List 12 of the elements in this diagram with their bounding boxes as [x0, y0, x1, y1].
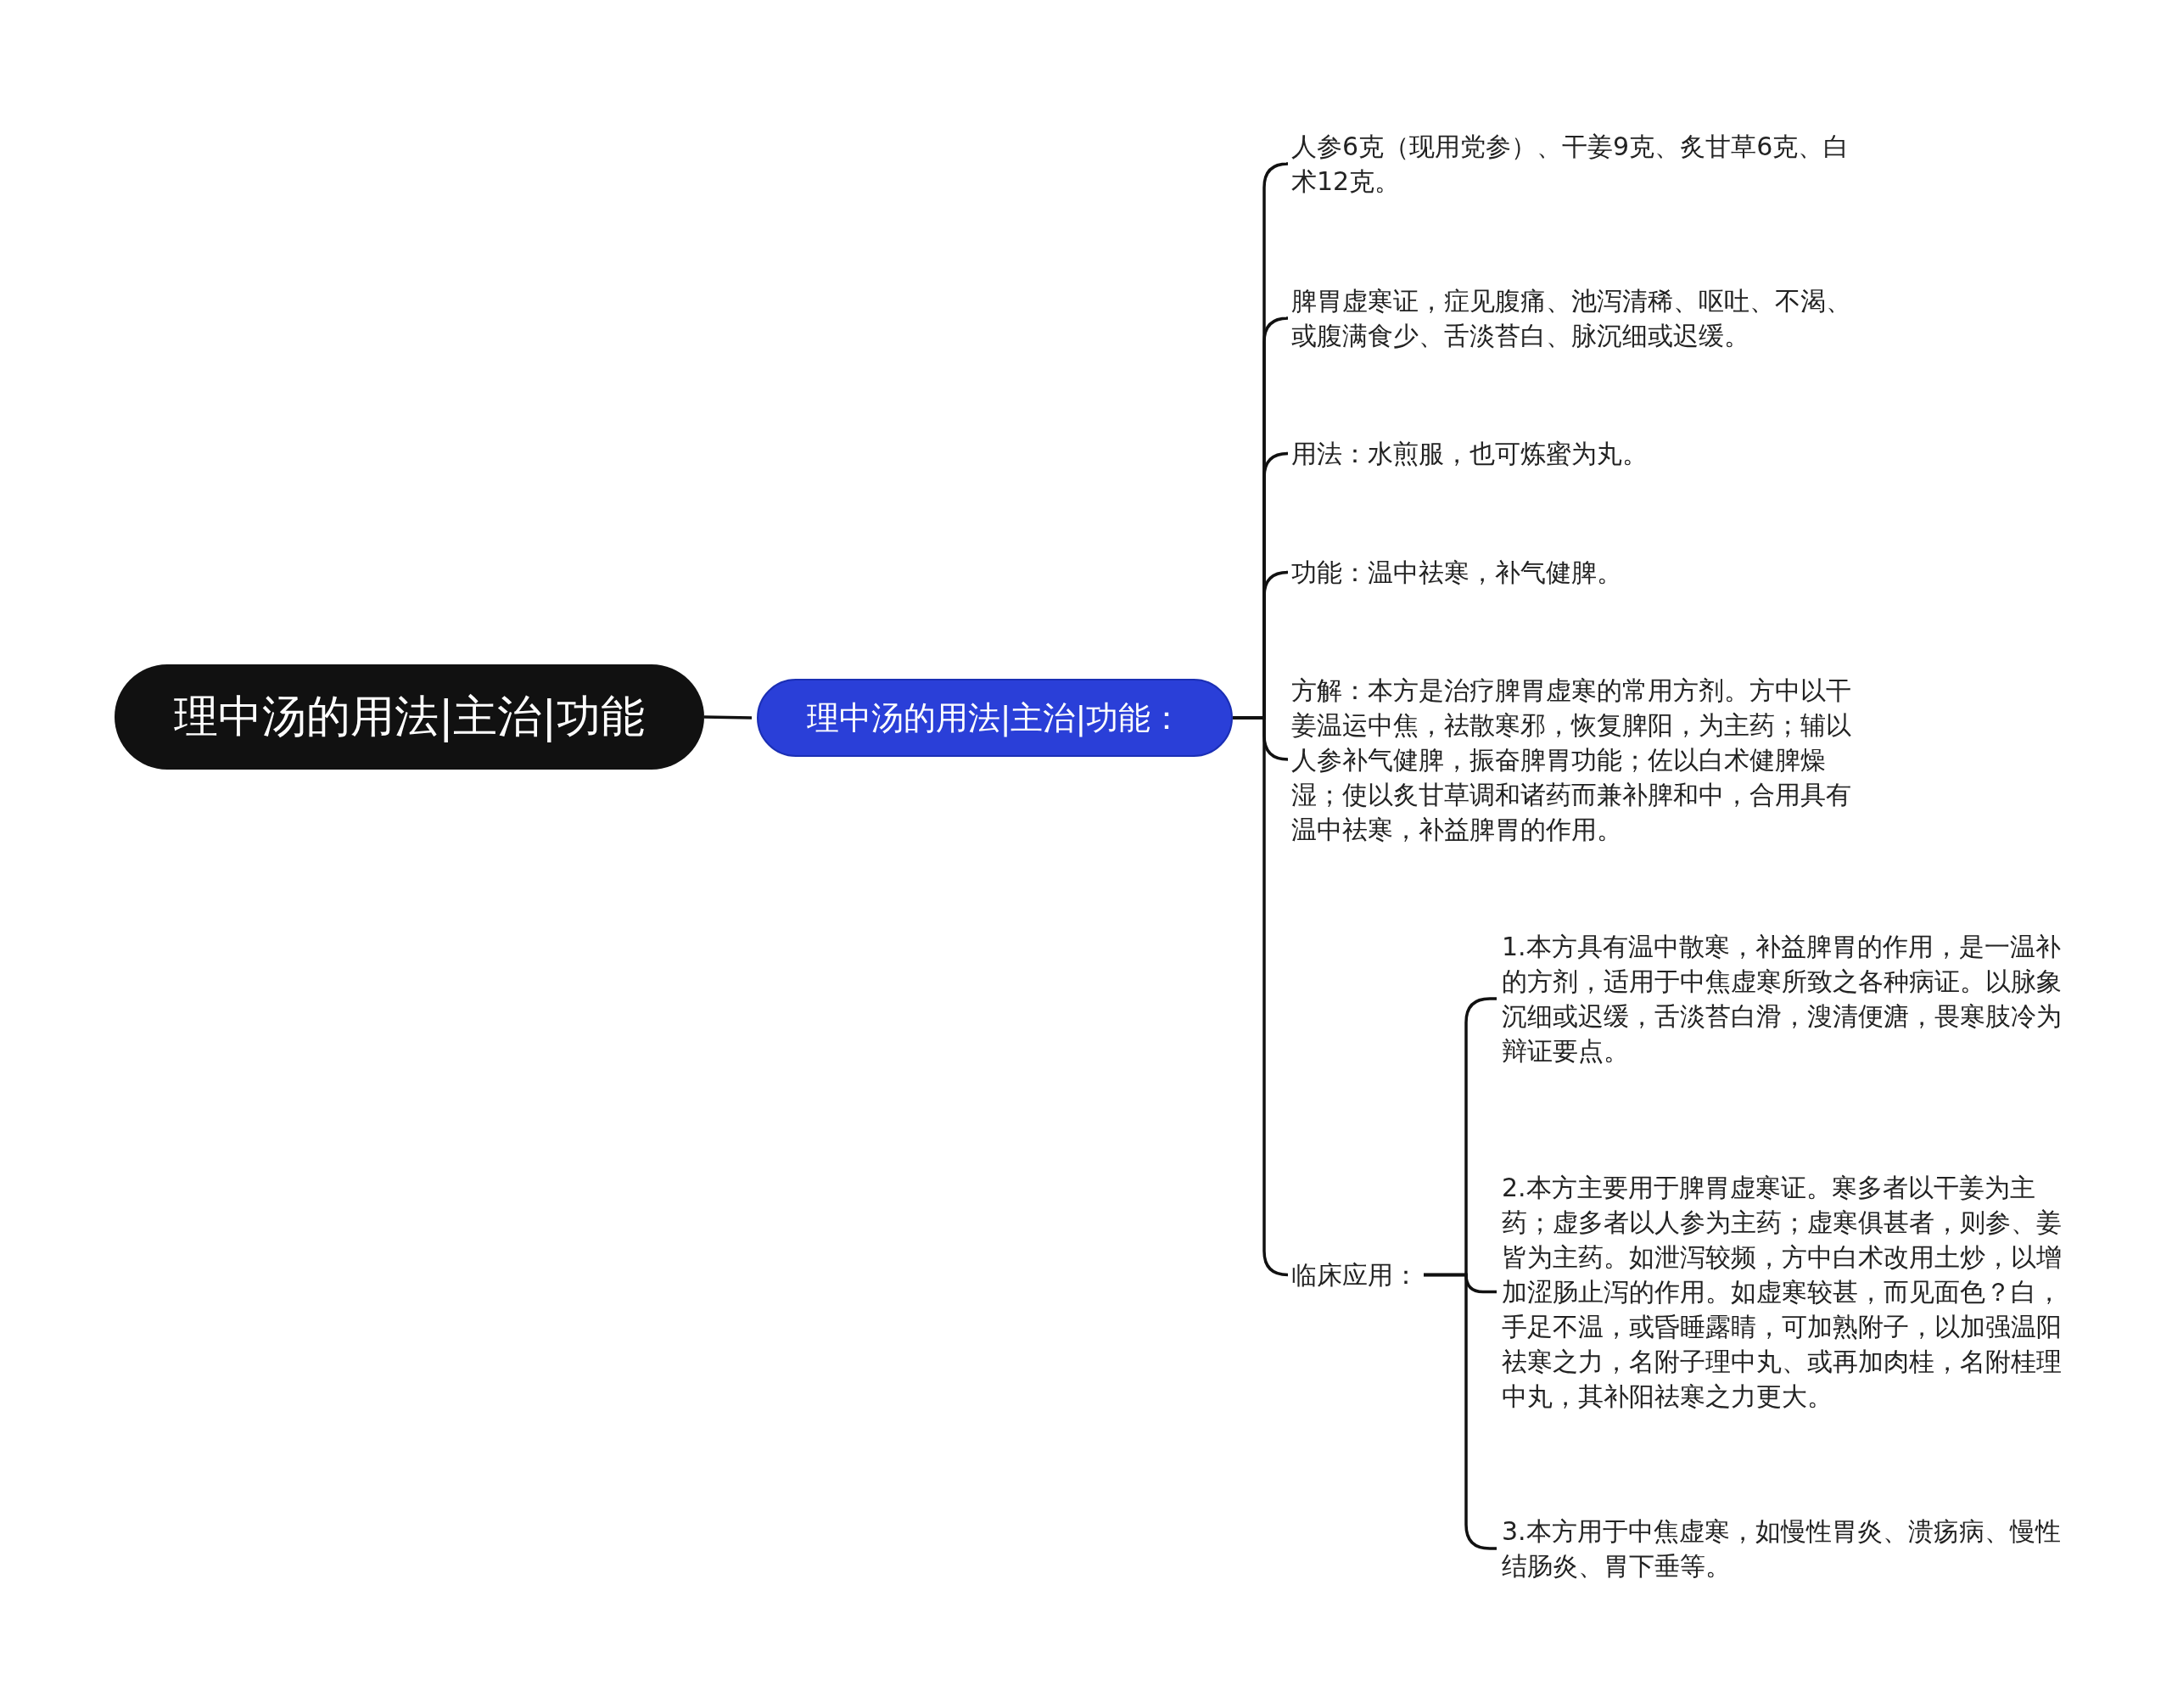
branch-text: 2.本方主要用于脾胃虚寒证。寒多者以干姜为主药；虚多者以人参为主药；虚寒俱甚者，则参、姜皆为主药。如泄泻较频，方中白术改用土炒，以增加涩肠止泻的作用。如虚寒较甚，而见面色？白，手足不温，或昏睡露睛，可加熟附子，以加强温阳祛寒之力，名附子理中丸、或再加肉桂，名附桂理中丸，其补阳祛寒之力更大。	[1502, 1150, 2062, 1434]
branch-text: 1.本方具有温中散寒，补益脾胃的作用，是一温补的方剂，适用于中焦虚寒所致之各种病证。以脉象沉细或迟缓，舌淡苔白滑，溲清便溏，畏寒肢冷为辩证要点。	[1502, 927, 2062, 1071]
branch-text: 人参6克（现用党参）、干姜9克、炙甘草6克、白术12克。	[1291, 126, 1851, 202]
topic-box: 理中汤的用法|主治|功能	[115, 664, 704, 770]
branch-text: 3.本方用于中焦虚寒，如慢性胃炎、溃疡病、慢性结肠炎、胃下垂等。	[1502, 1510, 2062, 1587]
branch-text: 脾胃虚寒证，症见腹痛、池泻清稀、呕吐、不渴、或腹满食少、舌淡苔白、脉沉细或迟缓。	[1291, 280, 1851, 356]
branch-text: 用法：水煎服，也可炼蜜为丸。	[1291, 434, 1851, 473]
branch-text: 功能：温中祛寒，补气健脾。	[1291, 553, 1851, 591]
subtopic-box: 理中汤的用法|主治|功能：	[757, 679, 1233, 757]
branch-text: 临床应用：	[1291, 1256, 1427, 1294]
connector-line	[703, 715, 753, 720]
branch-text: 方解：本方是治疗脾胃虚寒的常用方剂。方中以干姜温运中焦，祛散寒邪，恢复脾阳，为主药；辅以人参补气健脾，振奋脾胃功能；佐以白术健脾燥湿；使以炙甘草调和诸药而兼补脾和中，合用具有温中祛寒，补益脾胃的作用。	[1291, 670, 1851, 848]
